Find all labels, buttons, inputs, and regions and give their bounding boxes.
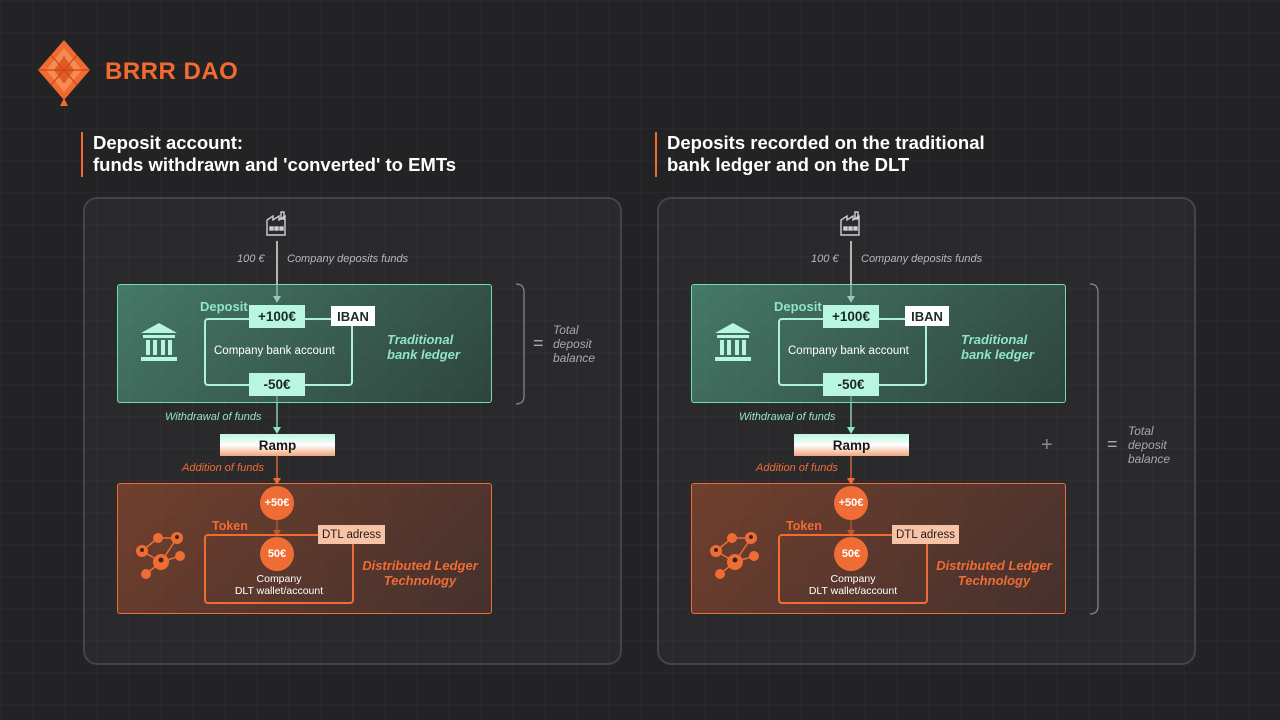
panel-1-total-line1: Total [553,323,579,337]
panel-2-ramp: Ramp [794,434,909,456]
panel-1-total-deposit-balance: Total deposit balance [553,323,595,365]
panel-2-total-deposit-balance: Total deposit balance [1128,424,1170,466]
panel-2-dlt-line1: Distributed Ledger [936,558,1052,573]
panel-2-total-line3: balance [1128,452,1171,466]
panel-1-wallet-label: Company DLT wallet/account [204,573,354,597]
panel-2-minus-50: -50€ [823,373,879,396]
panel-2-dlt-label: Distributed Ledger Technology [934,558,1054,588]
panel-1-ledger-line1: Traditional [387,332,454,347]
panel-1-token-balance: 50€ [260,537,294,571]
panel-1-account-name: Company bank account [214,345,335,357]
panel-2 [657,197,1196,665]
panel-1-token-label: Token [212,519,248,533]
panel-2-plus-sign: + [1041,434,1053,456]
brand-name: BRRR DAO [105,58,239,85]
panel-2-total-line2: deposit [1128,438,1167,452]
panel-1-dlt-line1: Distributed Ledger [362,558,478,573]
panel-2-token-balance: 50€ [834,537,868,571]
panel-2-token-label: Token [786,519,822,533]
panel-2-dtl-address: DTL adress [892,525,959,544]
panel-1-title: Deposit account: funds withdrawn and 'co… [81,132,456,177]
network-icon [136,532,185,579]
panel-2-traditional-ledger-label: Traditional bank ledger [961,332,1034,362]
panel-1-minus-50: -50€ [249,373,305,396]
panel-1-equals-sign: = [533,333,544,353]
panel-1-addition-label: Addition of funds [182,462,264,474]
panel-2-company-wallet-box [778,534,928,604]
panel-2-wallet-label: Company DLT wallet/account [778,573,928,597]
panel-2-iban: IBAN [905,306,949,326]
panel-2-dlt-box [691,483,1066,614]
panel-1-deposit-amount: 100 € [237,253,265,265]
panel-1-dlt-label: Distributed Ledger Technology [360,558,480,588]
network-icon [710,532,759,579]
panel-1-ramp: Ramp [220,434,335,456]
panel-2-deposit-amount: 100 € [811,253,839,265]
panel-2-addition-label: Addition of funds [756,462,838,474]
panel-1-total-line3: balance [553,351,596,365]
panel-1-withdrawal-label: Withdrawal of funds [165,411,262,423]
panel-2-wallet-line2: DLT wallet/account [808,585,898,597]
panel-2-bank-ledger-box [691,284,1066,403]
panel-2-withdrawal-label: Withdrawal of funds [739,411,836,423]
panel-2-account-name: Company bank account [788,345,909,357]
panel-1-title-line1: Deposit account: [93,132,244,153]
panel-1-wallet-line2: DLT wallet/account [234,585,324,597]
panel-1-dlt-line2: Technology [383,573,457,588]
panel-1-wallet-line1: Company [256,573,302,585]
panel-2-deposit-caption: Company deposits funds [861,253,983,265]
panel-1-dtl-address: DTL adress [318,525,385,544]
panel-1 [83,197,622,665]
panel-2-total-line1: Total [1128,424,1154,438]
panel-1-company-wallet-box [204,534,354,604]
panel-1-title-line2: funds withdrawn and 'converted' to EMTs [93,154,457,175]
panel-1-deposit-label: Deposit [200,299,248,314]
panel-2-title-line2: bank ledger and on the DLT [667,154,910,175]
panel-2-dlt-line2: Technology [957,573,1031,588]
panel-2-equals-sign: = [1107,434,1118,454]
panel-1-deposit-caption: Company deposits funds [287,253,409,265]
panel-2-plus-50-token: +50€ [834,486,868,520]
panel-1-iban: IBAN [331,306,375,326]
brrr-dao-logo-icon [38,40,90,106]
panel-1-total-line2: deposit [553,337,592,351]
bank-icon [141,323,177,361]
panel-2-deposit-label: Deposit [774,299,822,314]
panel-1-ledger-line2: bank ledger [387,347,460,362]
panel-2-title: Deposits recorded on the traditional ban… [655,132,985,177]
panel-1-dlt-box [117,483,492,614]
panel-1-traditional-ledger-label: Traditional bank ledger [387,332,460,362]
panel-1-plus-50-token: +50€ [260,486,294,520]
panel-2-plus-100: +100€ [823,305,879,328]
panel-2-title-line1: Deposits recorded on the traditional [667,132,985,153]
bank-icon [715,323,751,361]
panel-2-ledger-line1: Traditional [961,332,1028,347]
panel-2-ledger-line2: bank ledger [961,347,1034,362]
panel-2-wallet-line1: Company [830,573,876,585]
panel-1-plus-100: +100€ [249,305,305,328]
